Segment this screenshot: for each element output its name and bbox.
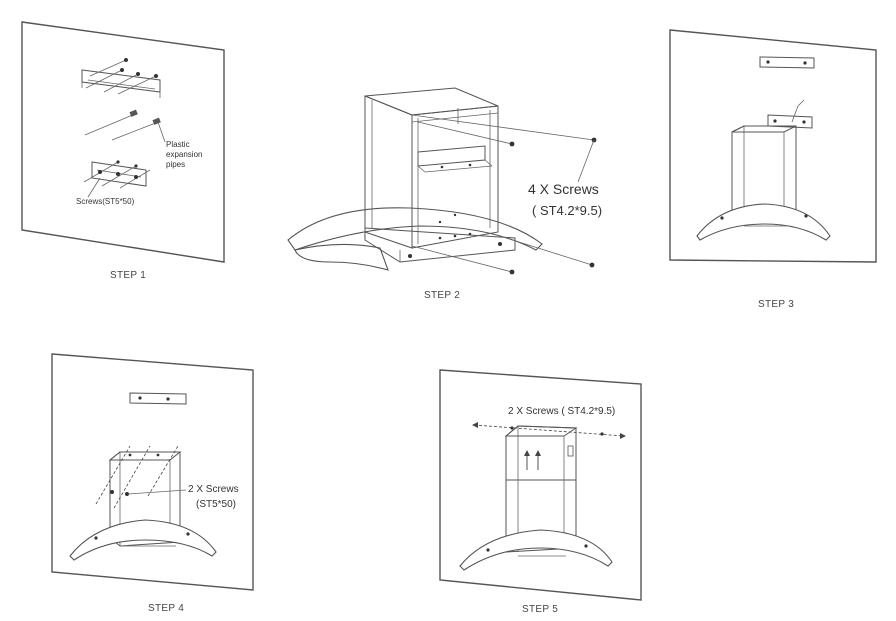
step5-canopy — [459, 529, 613, 571]
step5-panel: 2 X Screws ( ST4.2*9.5) STEP 5 — [439, 369, 642, 615]
step3-top-bracket — [759, 56, 815, 69]
step5-screws-text: 2 X Screws ( ST4.2*9.5) — [508, 406, 615, 417]
step5-label: STEP 5 — [522, 604, 558, 615]
step3-panel: STEP 3 — [669, 29, 877, 310]
step1-label: STEP 1 — [110, 270, 146, 281]
step2-chimney-frame — [364, 87, 499, 249]
step2-screws-spec: ( ST4.2*9.5) — [532, 203, 602, 218]
step1-lower-bracket — [83, 160, 151, 198]
step4-screws-spec: (ST5*50) — [196, 499, 236, 510]
step5-up-arrows — [524, 450, 541, 470]
step2-glass-canopy — [287, 207, 543, 251]
step2-screws-count: 4 X Screws — [528, 181, 599, 197]
step1-panel: Plastic expansion pipes Screws(ST5*50) S… — [21, 21, 225, 281]
step4-screw-lines — [95, 445, 187, 509]
step1-upper-screws — [85, 58, 158, 95]
step2-label: STEP 2 — [424, 290, 460, 301]
step4-canopy — [69, 519, 217, 561]
step2-panel: 4 X Screws ( ST4.2*9.5) STEP 2 — [287, 87, 602, 301]
step3-canopy — [696, 203, 831, 241]
step1-screws-label: Screws(ST5*50) — [76, 197, 135, 206]
step1-plastic-label-1: Plastic — [166, 140, 190, 149]
step3-mid-bracket — [767, 99, 813, 129]
step3-wall — [669, 29, 877, 263]
step1-wall — [21, 21, 225, 263]
step2-screw-lines — [411, 114, 597, 275]
step1-plastic-pipes — [84, 109, 166, 143]
step2-control-buttons — [408, 213, 502, 258]
step2-hood-base — [364, 227, 516, 263]
step4-top-bracket — [129, 392, 187, 405]
step1-plastic-label-2: expansion — [166, 150, 202, 159]
step1-plastic-label-3: pipes — [166, 160, 185, 169]
step5-screw-line — [472, 422, 626, 439]
step2-glass-front — [294, 243, 389, 271]
step3-label: STEP 3 — [758, 299, 794, 310]
step4-label: STEP 4 — [148, 603, 184, 614]
step4-screws-count: 2 X Screws — [188, 484, 239, 495]
step5-upper-chimney — [504, 425, 578, 481]
step4-panel: 2 X Screws (ST5*50) STEP 4 — [51, 353, 254, 614]
